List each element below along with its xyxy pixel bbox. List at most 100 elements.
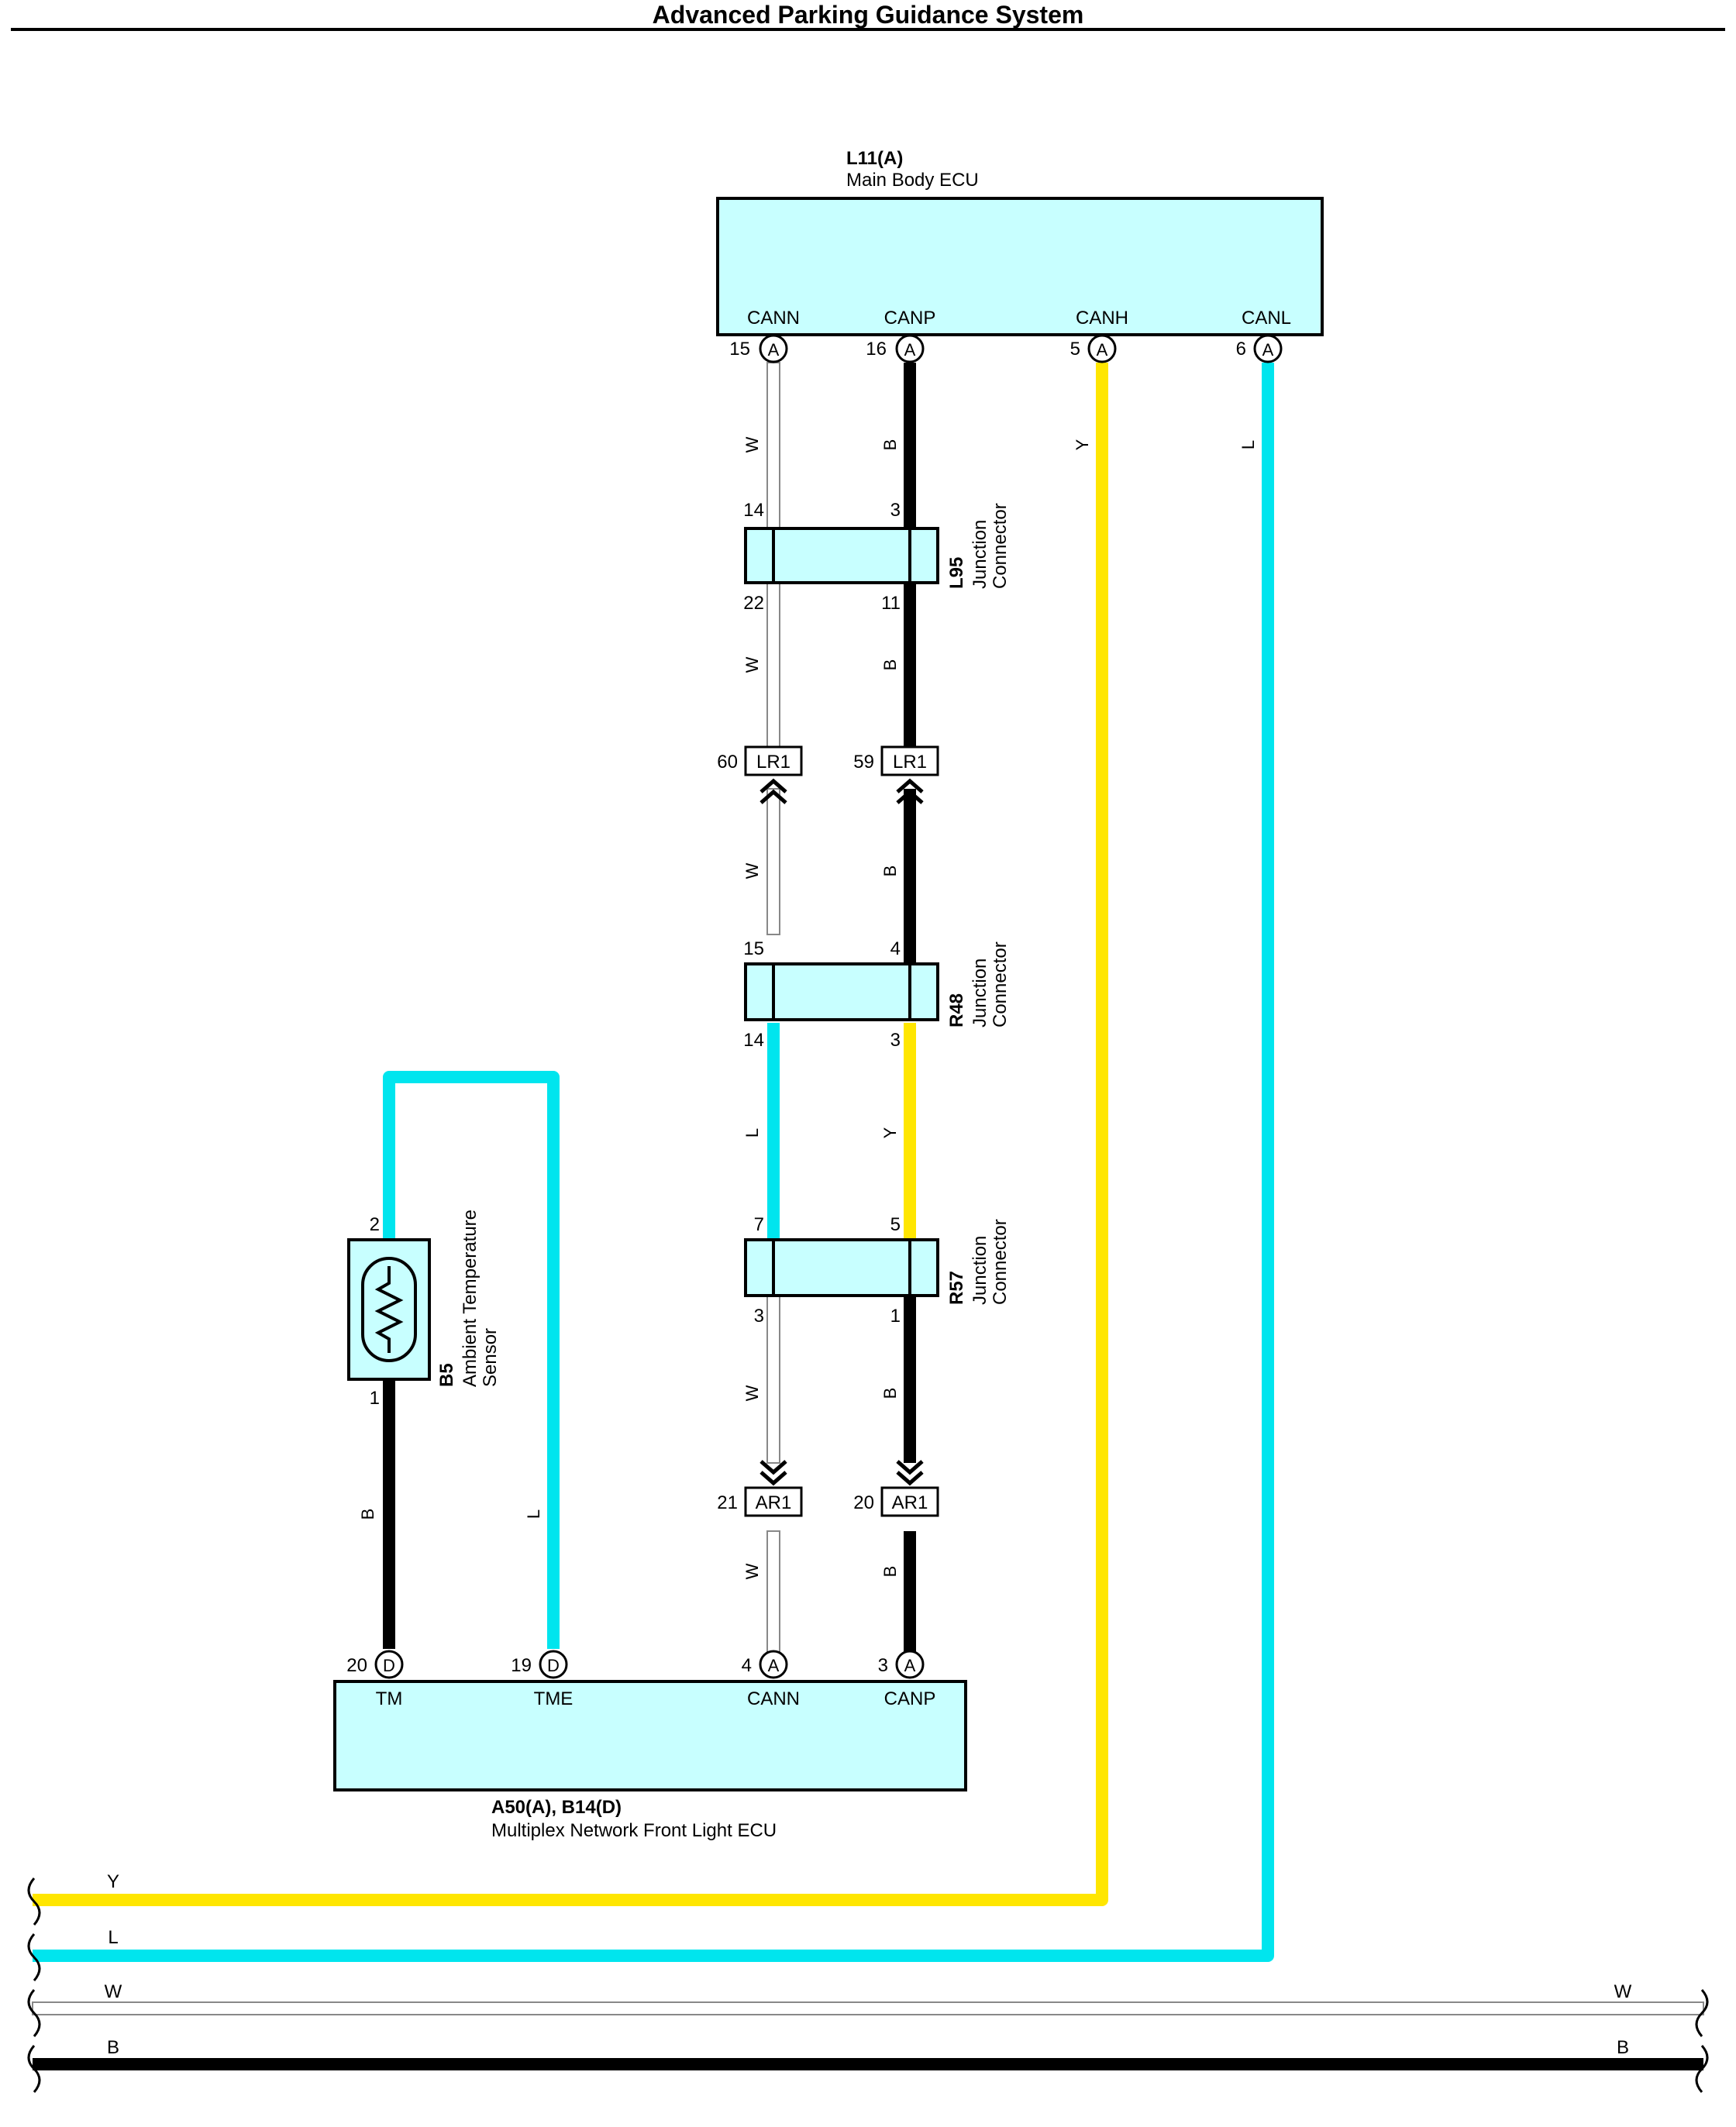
wire-label-b: B — [880, 659, 900, 671]
pin-number: 6 — [1236, 339, 1246, 360]
wire-label-l: L — [1238, 440, 1258, 449]
main-ecu-pin-canl: CANL 6 A — [1236, 308, 1291, 363]
front-light-ecu-box — [333, 1680, 967, 1791]
bus-labels: Y L W W B B — [105, 1871, 1632, 2058]
pin-number: 16 — [866, 339, 887, 360]
main-ecu-pin-cann: CANN 15 A — [729, 308, 800, 363]
front-ecu-pin-tm: D 20 TM — [346, 1650, 404, 1709]
junction-box — [744, 1238, 939, 1297]
wire-label-w: W — [742, 1385, 762, 1401]
junction-box — [744, 527, 939, 584]
pin-number: 3 — [878, 1655, 888, 1676]
connector-label: AR1 — [892, 1492, 928, 1513]
pin-label: CANP — [884, 308, 936, 329]
front-ecu-pin-tme: D 19 TME — [511, 1650, 574, 1709]
pin-label: TME — [534, 1688, 574, 1709]
sensor-pin: 1 — [370, 1388, 380, 1409]
title-rule — [11, 28, 1725, 31]
page-title: Advanced Parking Guidance System — [652, 1, 1084, 29]
connector-pin: 21 — [717, 1492, 738, 1513]
connector-lr1: LR1 60 LR1 59 — [717, 745, 939, 804]
pin-connector: A — [904, 1656, 916, 1675]
wire-cann-white — [766, 362, 780, 1657]
junction-connector-r57: 7 5 3 1 R57 Junction Connector — [744, 1214, 1011, 1327]
pin-terminal-icon — [759, 1650, 788, 1679]
wire-label-w: W — [742, 436, 762, 453]
sensor-ref: B5 — [436, 1363, 457, 1387]
bus-break-left — [27, 1877, 41, 2093]
junction-pin: 14 — [743, 1030, 764, 1051]
bus-break-right — [1695, 1989, 1709, 2093]
junction-ref: R57 — [946, 1271, 967, 1305]
pin-terminal-icon — [1253, 334, 1283, 363]
junction-name: Junction — [970, 959, 990, 1027]
front-light-ecu-ref: A50(A), B14(D) — [491, 1797, 622, 1818]
main-body-ecu-ref: L11(A) — [846, 148, 903, 169]
junction-pin: 5 — [890, 1214, 901, 1235]
pin-label: CANN — [747, 1688, 800, 1709]
wire-canl-blue — [33, 363, 1274, 1962]
junction-pin: 3 — [890, 500, 901, 521]
junction-name: Junction — [970, 520, 990, 589]
pin-connector: D — [383, 1656, 395, 1675]
connector-pin: 60 — [717, 752, 738, 773]
pin-label: CANN — [747, 308, 800, 329]
junction-name: Junction — [970, 1236, 990, 1305]
wire-color-labels: W B Y L W B W B L Y W B W B B L — [358, 436, 1258, 1579]
wire-label-w: W — [742, 656, 762, 673]
pin-number: 19 — [511, 1655, 532, 1676]
ambient-temperature-sensor-b5: 2 1 B5 Ambient Temperature Sensor — [347, 1210, 501, 1409]
bus-label-w-right: W — [1614, 1981, 1632, 2002]
connector-ar1: AR1 21 AR1 20 — [717, 1460, 939, 1517]
wire-label-y: Y — [880, 1127, 900, 1138]
junction-pin: 22 — [743, 593, 764, 614]
connector-label: LR1 — [893, 752, 927, 773]
pin-number: 15 — [729, 339, 750, 360]
bus-label-y: Y — [107, 1871, 119, 1892]
pin-terminal-icon — [1087, 334, 1117, 363]
wire-label-l: L — [524, 1509, 543, 1519]
wire-canp-yellow-segment — [904, 1023, 916, 1240]
pin-connector: A — [768, 340, 780, 360]
pin-connector: A — [1262, 340, 1274, 360]
wire-canp-black — [904, 363, 916, 1657]
junction-pin: 3 — [890, 1030, 901, 1051]
pin-number: 4 — [742, 1655, 752, 1676]
pin-terminal-icon — [759, 334, 788, 363]
bus-label-w-left: W — [105, 1981, 122, 2002]
resistor-zigzag-icon — [374, 1266, 404, 1353]
thermistor-icon — [361, 1257, 417, 1362]
pin-number: 20 — [346, 1655, 367, 1676]
junction-pin: 1 — [890, 1306, 901, 1327]
connector-tag — [880, 745, 939, 776]
chevron-down-icon — [896, 1460, 924, 1486]
junction-ref: L95 — [946, 557, 967, 589]
junction-name: Connector — [990, 941, 1011, 1027]
pin-label: CANL — [1242, 308, 1291, 329]
main-body-ecu-name: Main Body ECU — [846, 170, 979, 191]
junction-pin: 7 — [754, 1214, 764, 1235]
pin-terminal-icon — [374, 1650, 404, 1679]
connector-tag — [744, 1486, 803, 1517]
connector-label: LR1 — [756, 752, 790, 773]
pin-terminal-icon — [539, 1650, 568, 1679]
wire-label-w: W — [742, 862, 762, 879]
junction-pin: 4 — [890, 938, 901, 959]
junction-pin: 3 — [754, 1306, 764, 1327]
junction-name: Connector — [990, 503, 1011, 589]
bus-label-b-right: B — [1617, 2037, 1629, 2058]
front-ecu-pin-cann: A 4 CANN — [742, 1650, 800, 1709]
junction-connector-r48: 15 4 14 3 R48 Junction Connector — [743, 938, 1011, 1051]
pin-connector: A — [768, 1656, 780, 1675]
wire-label-b: B — [880, 1388, 900, 1399]
junction-ref: R48 — [946, 993, 967, 1027]
wire-sensor-tme-blue — [383, 1071, 560, 1649]
connector-pin: 20 — [853, 1492, 874, 1513]
pin-label: CANH — [1076, 308, 1128, 329]
connector-pin: 59 — [853, 752, 874, 773]
pin-terminal-icon — [895, 1650, 925, 1679]
bus-label-l: L — [108, 1927, 118, 1948]
front-light-ecu-name: Multiplex Network Front Light ECU — [491, 1820, 777, 1841]
